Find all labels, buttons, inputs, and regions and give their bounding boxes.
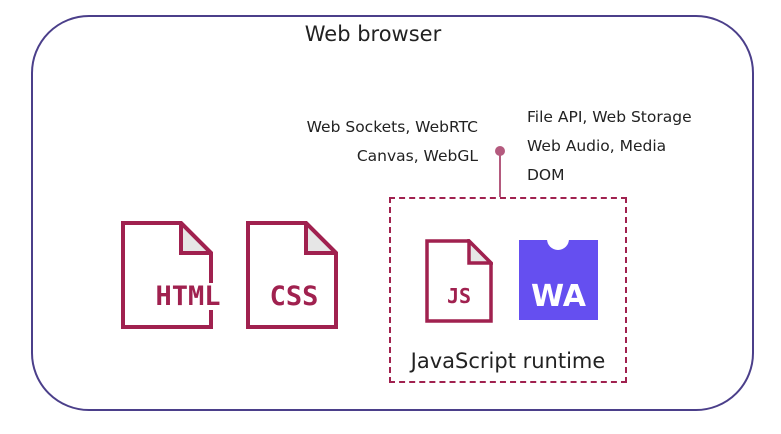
api-label-canvas: Canvas, WebGL: [356, 147, 478, 165]
web-browser-frame: [31, 15, 754, 411]
html-file-icon: [121, 221, 213, 329]
js-file-icon: [425, 239, 493, 323]
webassembly-logo-text: WA: [531, 279, 586, 314]
api-list-left: Web Sockets, WebRTC Canvas, WebGL: [307, 113, 478, 171]
api-label-websockets: Web Sockets, WebRTC: [306, 118, 478, 136]
html-file-label: HTML: [142, 283, 234, 310]
api-label-web-audio: Web Audio, Media: [527, 137, 667, 155]
api-label-file-api: File API, Web Storage: [527, 108, 692, 126]
webassembly-logo: WA: [519, 228, 598, 320]
api-connector-line: [499, 153, 501, 197]
js-file-label: JS: [446, 284, 472, 308]
api-label-dom: DOM: [527, 166, 565, 184]
api-list-right: File API, Web Storage Web Audio, Media D…: [527, 103, 692, 190]
diagram-title: Web browser: [304, 22, 442, 46]
css-file-label: CSS: [258, 283, 330, 310]
css-file-icon: [246, 221, 338, 329]
javascript-runtime-label: JavaScript runtime: [410, 349, 606, 373]
javascript-runtime-box: [389, 197, 627, 383]
api-connector-dot: [495, 146, 505, 156]
webassembly-logo-notch: [547, 228, 569, 250]
